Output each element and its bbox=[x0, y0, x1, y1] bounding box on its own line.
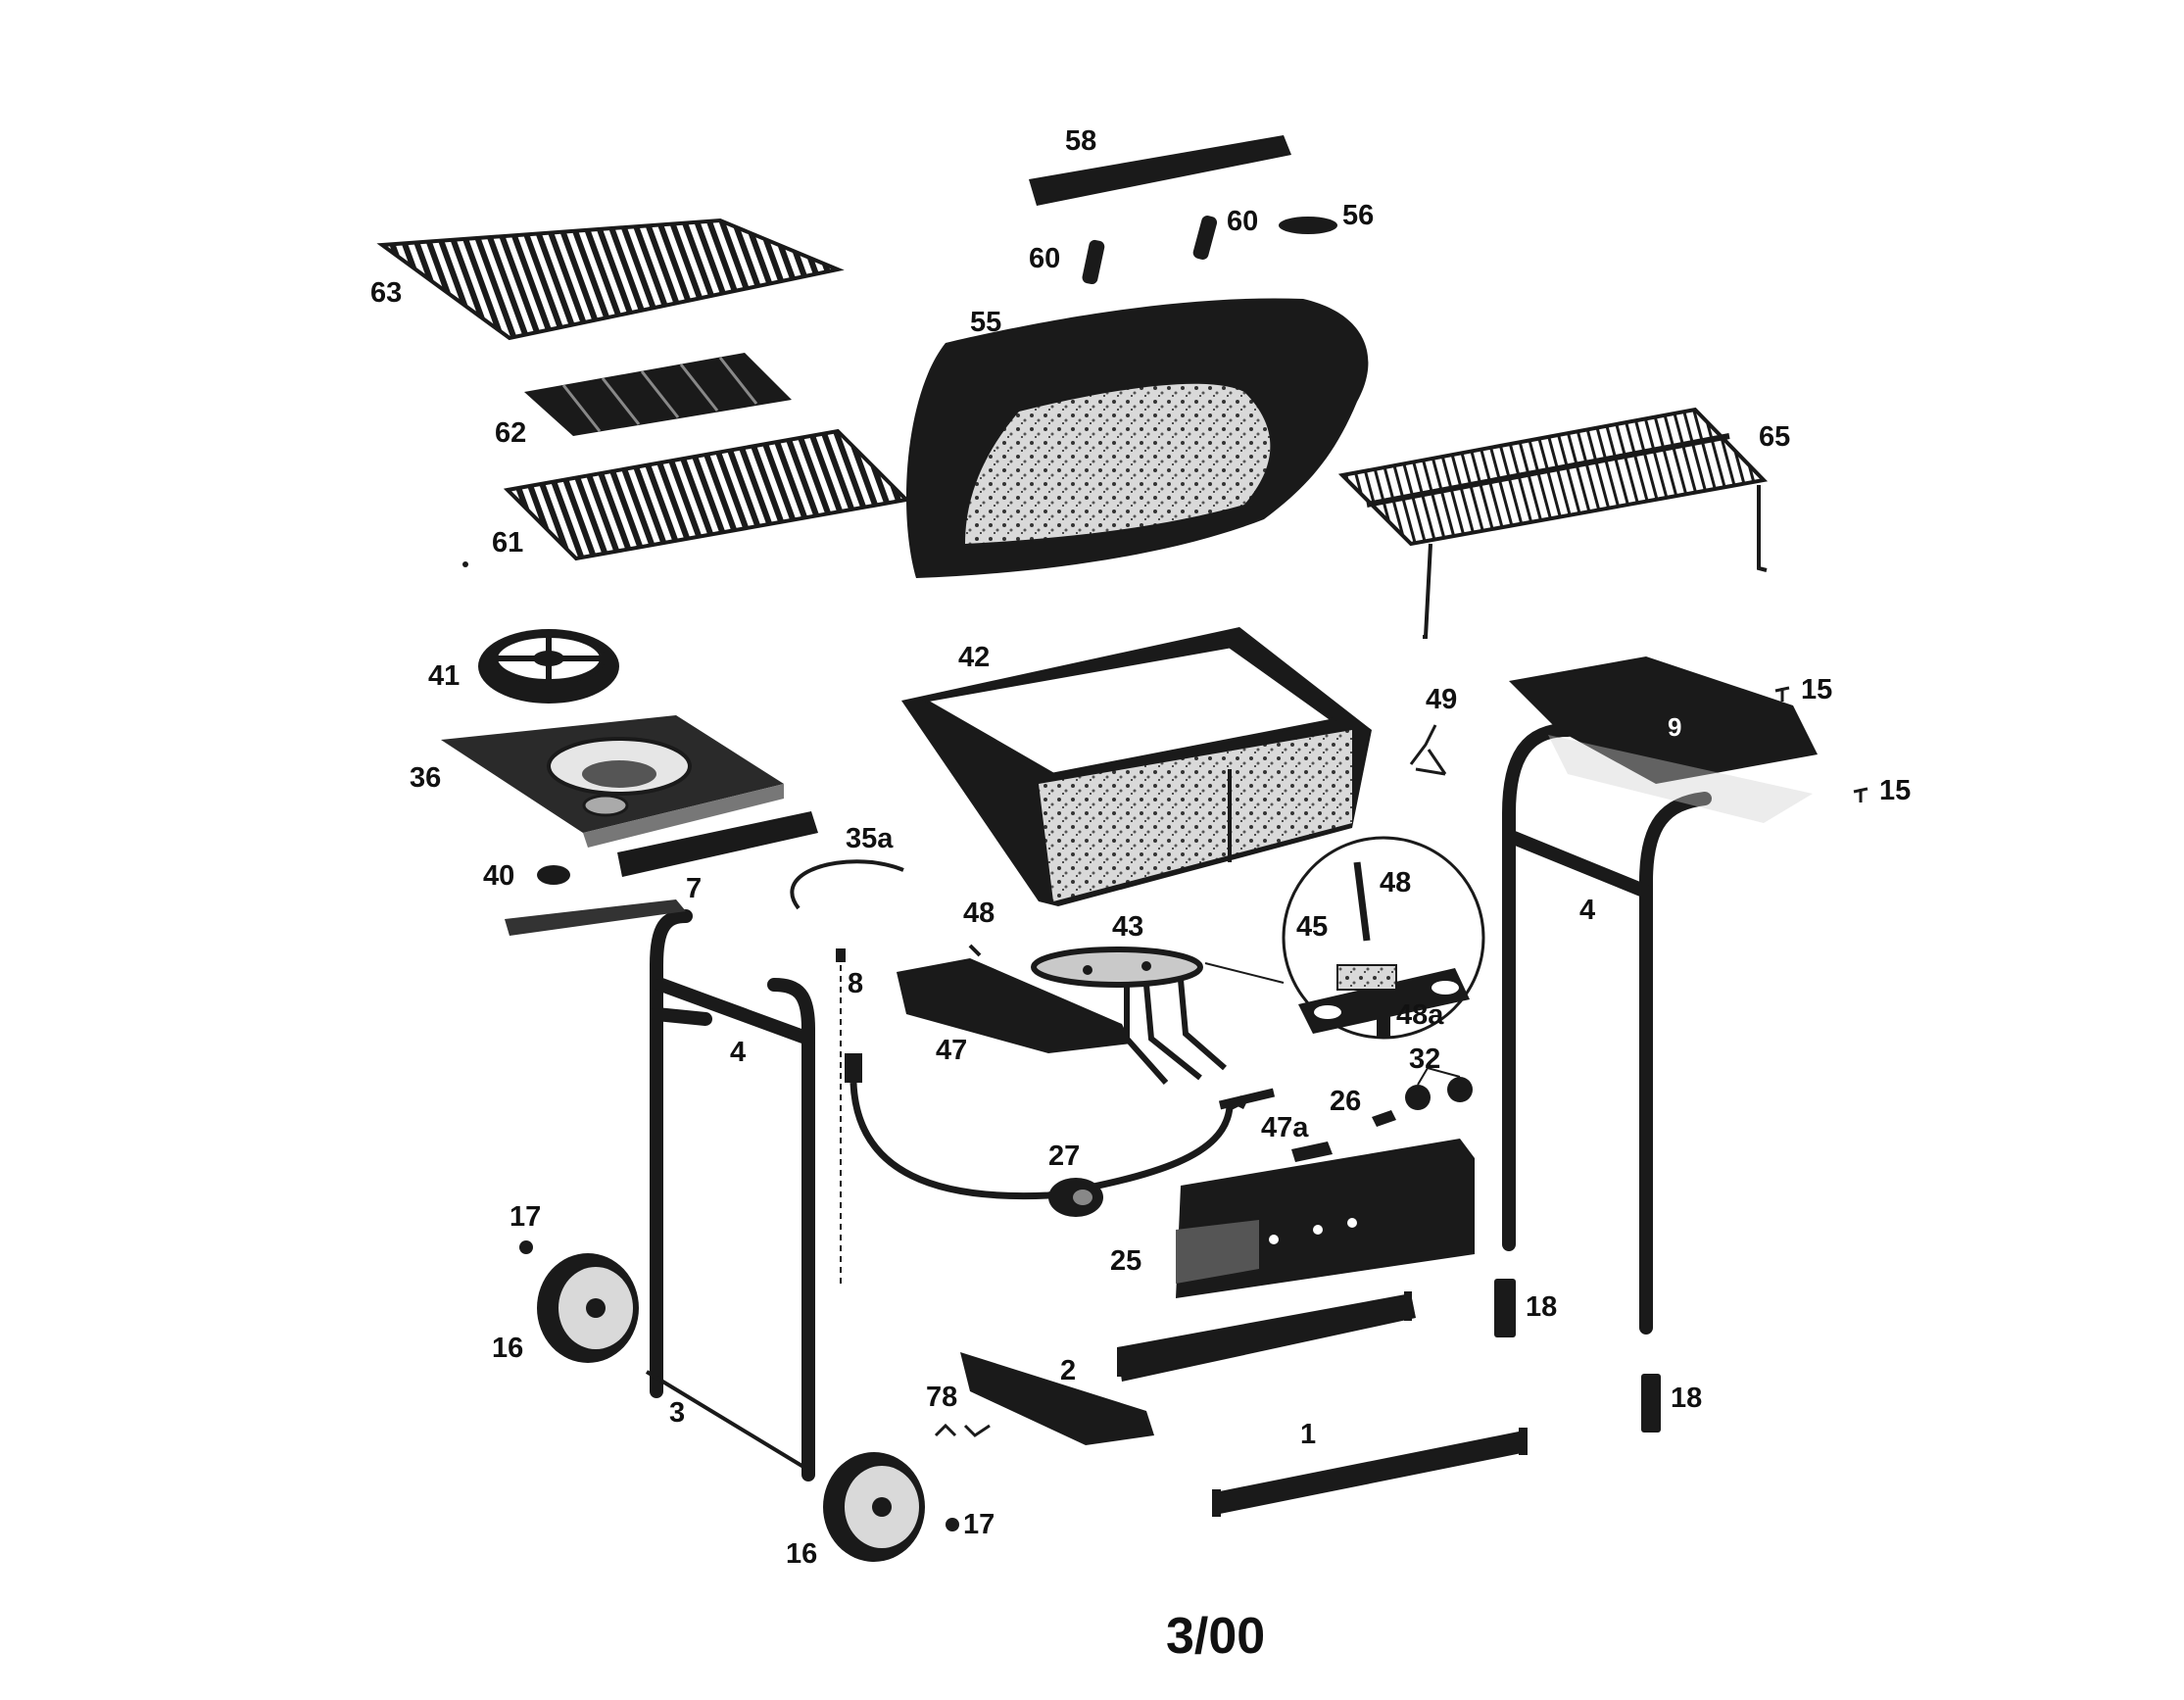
right-frame-panel bbox=[1548, 735, 1813, 823]
part-4-cart-frame-right bbox=[1502, 723, 1712, 1335]
part-2-bracket bbox=[960, 1352, 1154, 1445]
part-15-screw-b bbox=[1853, 787, 1869, 802]
part-78-clips bbox=[934, 1423, 991, 1437]
callout-4-right: 4 bbox=[1579, 895, 1596, 926]
callout-58: 58 bbox=[1065, 125, 1097, 157]
callout-17a: 17 bbox=[510, 1201, 542, 1233]
callout-15b: 15 bbox=[1879, 775, 1912, 806]
part-8-igniter-wire bbox=[836, 948, 846, 1284]
part-60-handle-post-right bbox=[1192, 216, 1218, 260]
callout-36: 36 bbox=[410, 762, 442, 794]
part-56-gauge bbox=[1279, 217, 1337, 234]
callout-8: 8 bbox=[848, 968, 864, 999]
part-3-axle bbox=[645, 1370, 810, 1472]
date-code: 3/00 bbox=[1166, 1608, 1266, 1665]
part-45-detail-inset bbox=[1204, 836, 1485, 1040]
part-35a-igniter-wire bbox=[790, 859, 904, 910]
callout-48-a: 48a bbox=[1396, 999, 1444, 1031]
part-42-firebox bbox=[901, 627, 1372, 906]
callout-60a: 60 bbox=[1029, 243, 1061, 274]
callout-3: 3 bbox=[669, 1397, 686, 1429]
callout-7: 7 bbox=[686, 873, 703, 904]
part-4-cart-frame-left bbox=[650, 909, 815, 1481]
callout-15a: 15 bbox=[1801, 674, 1833, 705]
callout-48a: 48 bbox=[963, 898, 995, 929]
callout-40: 40 bbox=[483, 860, 515, 892]
part-55-lid bbox=[906, 298, 1369, 578]
callout-56: 56 bbox=[1342, 200, 1375, 231]
callout-63: 63 bbox=[370, 277, 403, 309]
part-17-hub-cap-b bbox=[946, 1518, 959, 1531]
callout-4-left: 4 bbox=[730, 1037, 747, 1068]
callout-9: 9 bbox=[1660, 711, 1690, 744]
callout-49: 49 bbox=[1426, 684, 1458, 715]
callout-43: 43 bbox=[1112, 911, 1144, 943]
callout-60b: 60 bbox=[1227, 206, 1259, 237]
part-36-side-shelf bbox=[441, 715, 784, 848]
callout-41: 41 bbox=[428, 660, 461, 692]
part-2-crossbar bbox=[1117, 1291, 1416, 1382]
callout-16b: 16 bbox=[786, 1538, 818, 1570]
callout-47a: 47a bbox=[1261, 1112, 1309, 1143]
part-25-front-panel bbox=[1176, 1139, 1475, 1298]
callout-78: 78 bbox=[926, 1382, 958, 1413]
part-61-cooking-grate bbox=[503, 428, 911, 561]
callout-1: 1 bbox=[1300, 1419, 1317, 1450]
part-18-leg-cap-b bbox=[1641, 1374, 1661, 1433]
part-62-briquette-tray bbox=[524, 353, 792, 436]
part-16-wheel-right bbox=[823, 1452, 925, 1562]
callout-18a: 18 bbox=[1526, 1291, 1558, 1323]
callout-26: 26 bbox=[1330, 1086, 1362, 1117]
callout-47: 47 bbox=[936, 1035, 968, 1066]
part-27-gas-hose bbox=[845, 1053, 1276, 1217]
callout-45: 45 bbox=[1296, 911, 1329, 943]
callout-32: 32 bbox=[1409, 1044, 1441, 1075]
callout-17b: 17 bbox=[963, 1509, 995, 1540]
callout-27: 27 bbox=[1048, 1141, 1081, 1172]
part-63-cooking-grate-top bbox=[376, 218, 845, 341]
callout-35a: 35a bbox=[846, 823, 894, 854]
part-47a-bracket bbox=[1291, 1141, 1333, 1162]
part-49-clip bbox=[1409, 724, 1447, 776]
part-32-control-knobs bbox=[1405, 1066, 1473, 1110]
part-48-pin bbox=[968, 944, 982, 957]
callout-16a: 16 bbox=[492, 1333, 524, 1364]
callout-18b: 18 bbox=[1671, 1383, 1703, 1414]
part-40-knob bbox=[537, 865, 570, 885]
stray-dot bbox=[462, 561, 468, 567]
part-60-handle-post-left bbox=[1082, 239, 1105, 285]
callout-2: 2 bbox=[1060, 1355, 1077, 1386]
part-47-heat-deflector bbox=[897, 958, 1132, 1053]
part-1-bottom-bar bbox=[1212, 1428, 1528, 1517]
part-58-handle bbox=[1029, 135, 1291, 206]
callout-62: 62 bbox=[495, 417, 527, 449]
part-17-hub-cap-a bbox=[519, 1240, 533, 1254]
callout-48b: 48 bbox=[1380, 867, 1412, 899]
part-26-valve bbox=[1372, 1110, 1396, 1127]
part-41-side-burner bbox=[478, 629, 619, 704]
part-65-warming-rack bbox=[1337, 407, 1769, 639]
callout-65: 65 bbox=[1759, 421, 1791, 453]
left-frame-top bbox=[505, 899, 686, 936]
part-15-screw-a bbox=[1774, 686, 1790, 702]
callout-42: 42 bbox=[958, 642, 991, 673]
part-7-control-panel bbox=[617, 811, 818, 877]
callout-25: 25 bbox=[1110, 1245, 1142, 1277]
part-16-wheel-left bbox=[537, 1253, 639, 1363]
part-18-leg-cap-a bbox=[1494, 1279, 1516, 1337]
callout-61: 61 bbox=[492, 527, 524, 559]
part-43-burner bbox=[1031, 947, 1227, 1085]
callout-55: 55 bbox=[970, 307, 1002, 338]
